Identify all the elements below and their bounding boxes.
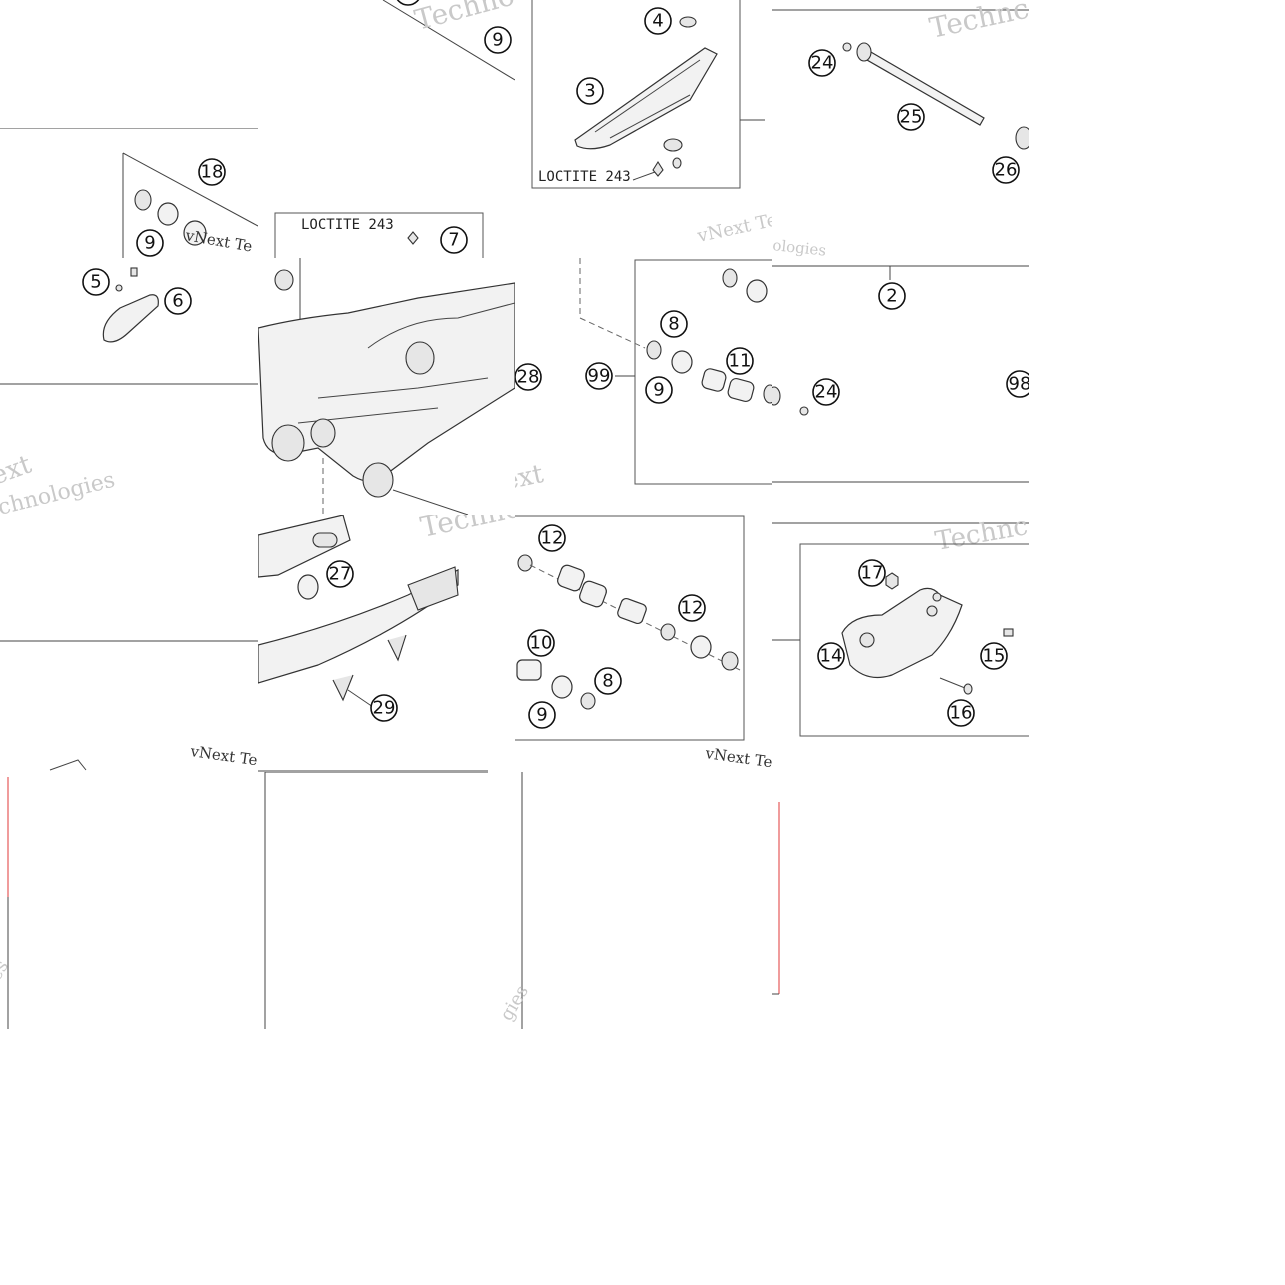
watermark-text: ologies bbox=[772, 236, 827, 258]
callout-4[interactable]: 4 bbox=[644, 7, 672, 35]
svg-text:29: 29 bbox=[373, 698, 396, 719]
tile-bottom-left: vNext Te bbox=[0, 642, 258, 772]
callout-25[interactable]: 25 bbox=[897, 103, 925, 131]
tile-watermark-left: ext chnologies bbox=[0, 385, 258, 642]
svg-text:2: 2 bbox=[886, 286, 897, 307]
callout-8[interactable]: 8 bbox=[660, 310, 688, 338]
callout-27[interactable]: 27 bbox=[326, 560, 354, 588]
tile-top-strip: Technologies 9 LOCTITE 243 7 bbox=[258, 0, 515, 258]
swingarm-lower-part bbox=[258, 569, 459, 684]
svg-text:16: 16 bbox=[950, 703, 973, 724]
tile-swingarm-axle: Technc 24 25 26 ologies bbox=[772, 0, 1029, 258]
label-loctite-243: LOCTITE 243 bbox=[301, 217, 394, 233]
svg-text:25: 25 bbox=[900, 107, 923, 128]
callout-8[interactable]: 8 bbox=[594, 667, 622, 695]
svg-text:28: 28 bbox=[517, 367, 540, 388]
svg-text:12: 12 bbox=[681, 598, 704, 619]
watermark-text: Technc bbox=[927, 0, 1029, 45]
watermark-text: ext bbox=[515, 459, 547, 497]
tile-blank-top-left bbox=[0, 0, 258, 128]
svg-text:8: 8 bbox=[602, 671, 613, 692]
screw-icon bbox=[407, 231, 419, 245]
chain-guide-clamp-part bbox=[102, 294, 159, 343]
svg-text:9: 9 bbox=[144, 233, 155, 254]
tile-swingarm-upper bbox=[258, 258, 515, 515]
callout-14[interactable]: 14 bbox=[817, 642, 845, 670]
chain-slider-lower-part bbox=[258, 515, 351, 578]
svg-text:6: 6 bbox=[172, 291, 183, 312]
callout-12[interactable]: 12 bbox=[678, 594, 706, 622]
svg-text:9: 9 bbox=[492, 30, 503, 51]
svg-text:99: 99 bbox=[588, 366, 611, 387]
callout-9[interactable]: 9 bbox=[136, 229, 164, 257]
callout-28[interactable]: 28 bbox=[515, 363, 542, 391]
svg-text:27: 27 bbox=[329, 564, 352, 585]
tile-bearing-set-right: 2 24 98 bbox=[772, 258, 1029, 515]
svg-text:98: 98 bbox=[1009, 374, 1029, 395]
callout-11[interactable]: 11 bbox=[726, 347, 754, 375]
svg-text:15: 15 bbox=[983, 646, 1006, 667]
tile-chain-slider: 4 3 LOCTITE 243 vNext Te bbox=[515, 0, 772, 258]
chain-guide-part bbox=[841, 587, 963, 678]
callout-partial bbox=[396, 0, 420, 6]
svg-text:11: 11 bbox=[729, 351, 752, 372]
callout-18[interactable]: 18 bbox=[198, 158, 226, 186]
callout-7[interactable]: 7 bbox=[440, 226, 468, 254]
watermark-text: Technologies bbox=[418, 515, 515, 544]
callout-17[interactable]: 17 bbox=[858, 559, 886, 587]
tile-bearing-set-lower: Technologies 12 12 10 bbox=[515, 515, 772, 772]
watermark-text: ext bbox=[0, 449, 36, 491]
svg-text:17: 17 bbox=[861, 563, 884, 584]
svg-text:8: 8 bbox=[668, 314, 679, 335]
callout-24[interactable]: 24 bbox=[808, 49, 836, 77]
tile-swingarm-lower: 27 29 Technologies bbox=[258, 515, 515, 772]
svg-text:4: 4 bbox=[652, 11, 663, 32]
svg-text:24: 24 bbox=[815, 382, 838, 403]
callout-9[interactable]: 9 bbox=[484, 26, 512, 54]
watermark-text: vNext Te bbox=[188, 742, 258, 769]
callout-29[interactable]: 29 bbox=[370, 694, 398, 722]
watermark-text: gies bbox=[496, 982, 533, 1025]
callout-10[interactable]: 10 bbox=[527, 629, 555, 657]
svg-text:26: 26 bbox=[995, 160, 1018, 181]
callout-12[interactable]: 12 bbox=[538, 524, 566, 552]
callout-9[interactable]: 9 bbox=[645, 376, 673, 404]
svg-text:24: 24 bbox=[811, 53, 834, 74]
svg-text:10: 10 bbox=[530, 633, 553, 654]
callout-24[interactable]: 24 bbox=[812, 378, 840, 406]
watermark-text: vNext Te bbox=[703, 744, 772, 771]
callout-98[interactable]: 98 bbox=[1006, 370, 1029, 398]
callout-6[interactable]: 6 bbox=[164, 287, 192, 315]
svg-text:14: 14 bbox=[820, 646, 843, 667]
callout-9[interactable]: 9 bbox=[528, 701, 556, 729]
watermark-text: gies bbox=[0, 957, 13, 1000]
tile-chain-guide: Technc 17 14 15 bbox=[772, 515, 1029, 772]
callout-26[interactable]: 26 bbox=[992, 156, 1020, 184]
callout-99[interactable]: 99 bbox=[585, 362, 613, 390]
svg-text:5: 5 bbox=[90, 272, 101, 293]
tile-bottom-row: gies gies bbox=[0, 772, 1029, 1029]
watermark-text: vNext Te bbox=[183, 226, 254, 256]
svg-text:9: 9 bbox=[653, 380, 664, 401]
svg-text:18: 18 bbox=[201, 162, 224, 183]
svg-text:7: 7 bbox=[448, 230, 459, 251]
svg-text:12: 12 bbox=[541, 528, 564, 549]
tile-bearing-set-left: 18 9 vNext Te 5 6 bbox=[0, 128, 258, 385]
callout-15[interactable]: 15 bbox=[980, 642, 1008, 670]
callout-16[interactable]: 16 bbox=[947, 699, 975, 727]
watermark-text: vNext Te bbox=[695, 210, 772, 248]
svg-text:3: 3 bbox=[584, 81, 595, 102]
label-loctite-243: LOCTITE 243 bbox=[538, 169, 631, 185]
tile-bearing-set-center: 28 99 8 11 bbox=[515, 258, 772, 515]
callout-2[interactable]: 2 bbox=[878, 282, 906, 310]
callout-5[interactable]: 5 bbox=[82, 268, 110, 296]
svg-text:9: 9 bbox=[536, 705, 547, 726]
watermark-text: Technc bbox=[933, 515, 1029, 557]
callout-3[interactable]: 3 bbox=[576, 77, 604, 105]
